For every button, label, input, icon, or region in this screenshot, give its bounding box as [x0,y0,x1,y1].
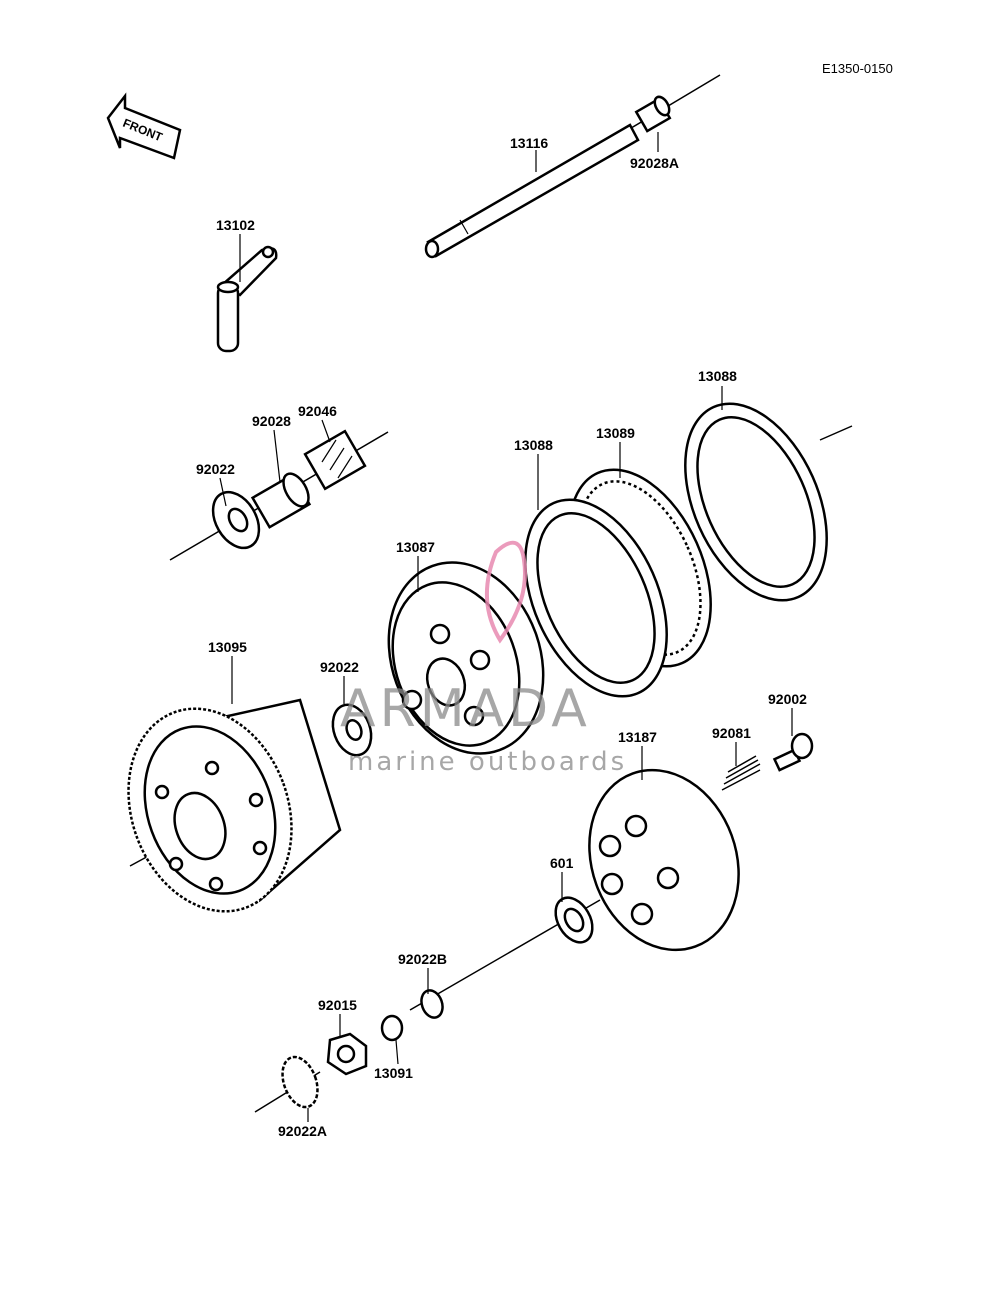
collar-92028 [250,472,312,529]
friction-plate-13088-top [684,402,828,602]
label-13095: 13095 [208,639,247,655]
label-92022-top: 92022 [196,461,235,477]
leader-lines [219,132,793,1122]
label-92015: 92015 [318,997,357,1013]
label-13088-top: 13088 [698,368,737,384]
label-92028: 92028 [252,413,291,429]
label-92046: 92046 [298,403,337,419]
label-13116: 13116 [510,135,548,151]
ball-bearing-601 [554,896,594,944]
needle-bearing-92046 [303,429,367,491]
bolt-92002 [772,732,814,772]
label-92081: 92081 [712,725,751,741]
label-13102: 13102 [216,217,255,233]
label-601: 601 [550,855,574,871]
clutch-hub-13087 [387,561,545,755]
friction-plate-13088-mid [524,498,668,698]
spring-92081 [721,755,761,791]
watermark-tagline: marine outboards [348,747,627,777]
push-rod [424,123,640,259]
collar-13091 [380,1014,404,1042]
watermark: ARMADA marine outboards [340,540,627,777]
label-92028A: 92028A [630,155,679,171]
nut-92015 [326,1032,368,1076]
washer-92022-top [211,490,261,550]
label-92002: 92002 [768,691,807,707]
part-labels: 13116 92028A 13102 92046 92028 92022 130… [196,135,807,1139]
label-13091: 13091 [374,1065,413,1081]
lock-washer-92022A [281,1055,319,1109]
washer-92022-mid [331,703,373,757]
label-13088-mid: 13088 [514,437,553,453]
label-92022B: 92022B [398,951,447,967]
front-arrow-icon: FRONT [106,92,182,160]
watermark-brand: ARMADA [340,679,591,739]
label-92022A: 92022A [278,1123,327,1139]
label-92022-mid: 92022 [320,659,359,675]
watermark-logo-icon [485,540,527,644]
release-lever [216,245,278,353]
washer-92022B [420,989,444,1019]
label-13089: 13089 [596,425,635,441]
label-13087: 13087 [396,539,435,555]
diagram-code: E1350-0150 [822,61,893,76]
collar-92028A [634,95,672,133]
pressure-plate-13187 [588,768,740,952]
clutch-housing-13095 [127,698,342,913]
label-13187: 13187 [618,729,657,745]
